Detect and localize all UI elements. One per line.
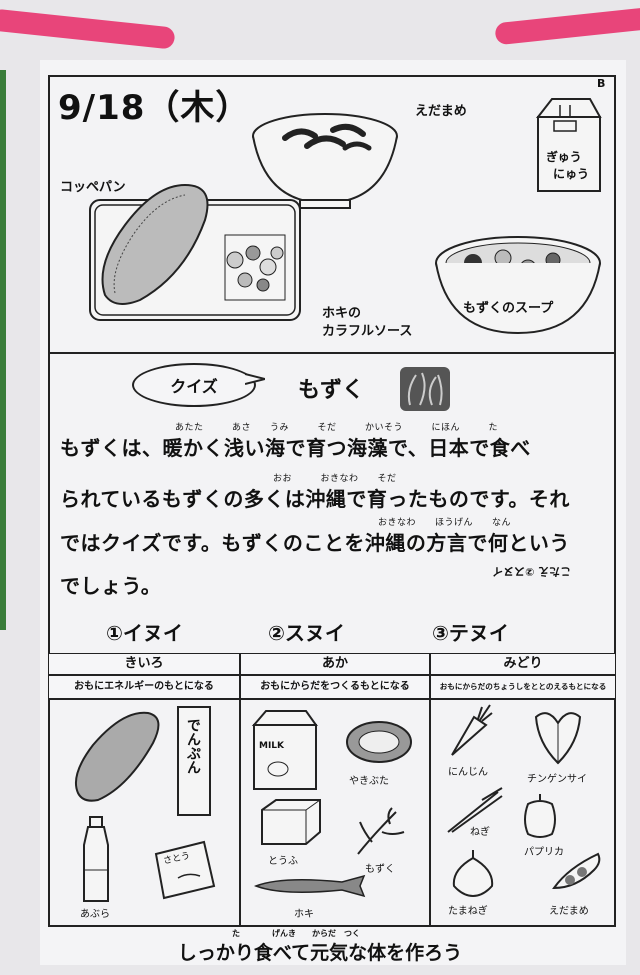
quiz-line-3: おきなわ ほうげん なん ではクイズです。もずくのことを沖縄の方言で何という	[60, 518, 570, 556]
paprika-label: パプリカ	[524, 847, 564, 858]
quiz-line-2-ruby: おお おきなわ そだ	[273, 474, 397, 484]
table-sub-yellow: おもにエネルギーのもとになる	[48, 675, 240, 699]
bok-choy-label: チンゲンサイ	[527, 774, 587, 785]
quiz-line-1: あたた あさ うみ そだ かいそう にほん た もずくは、暖かく浅い海で育つ海藻…	[60, 423, 531, 461]
green-edge	[0, 70, 6, 630]
corner-mark: B	[597, 77, 606, 90]
pink-clip-right	[494, 6, 640, 46]
mozuku-label: もずく	[365, 864, 395, 875]
table-head-red: あか	[240, 653, 430, 675]
carrot-label: にんじん	[448, 767, 488, 778]
roast-pork-label: やきぶた	[349, 776, 389, 787]
milk-label-2: にゅう	[553, 167, 590, 181]
bok-choy-icon	[534, 712, 582, 765]
quiz-line-4: でしょう。	[60, 574, 162, 598]
mozuku-small-icon	[357, 807, 405, 855]
onion-icon	[452, 850, 494, 898]
milk-carton-small-icon	[251, 710, 318, 790]
table-cell-green	[430, 699, 616, 927]
roast-pork-icon	[346, 721, 412, 763]
sugar-bag-icon	[154, 840, 216, 900]
edamame-small-icon	[552, 852, 601, 890]
quiz-line-2: おお おきなわ そだ られているもずくの多くは沖縄で育ったものです。それ	[60, 474, 570, 512]
pink-clip-left	[0, 8, 176, 50]
table-head-green: みどり	[430, 653, 616, 675]
soup-label: もずくのスープ	[463, 301, 554, 316]
quiz-answer-text: こたえ ②スヌイ	[492, 565, 572, 578]
leek-icon	[447, 787, 503, 833]
hoki-small-label: ホキ	[294, 909, 314, 920]
hoki-label-2: カラフルソース	[322, 324, 413, 339]
bread-icon	[74, 711, 160, 802]
bread-label: コッペパン	[60, 180, 126, 195]
quiz-line-1-ruby: あたた あさ うみ そだ かいそう にほん た	[175, 423, 499, 433]
table-cell-yellow	[48, 699, 240, 927]
quiz-option-2: ②スヌイ	[268, 621, 345, 645]
tofu-label: とうふ	[268, 856, 298, 867]
table-cell-red	[240, 699, 430, 927]
footer-slogan-text: しっかり食べて元気な体を作ろう	[177, 942, 463, 964]
table-sub-green: おもにからだのちょうしをととのえるもとになる	[430, 675, 616, 699]
edamame-label: えだまめ	[415, 104, 467, 119]
milk-carton-text: MILK	[259, 741, 285, 751]
section-divider	[48, 352, 616, 354]
hoki-label-1: ホキの	[322, 306, 362, 321]
footer-slogan: た げんき からだ つく しっかり食べて元気な体を作ろう	[0, 929, 640, 965]
onion-label: たまねぎ	[448, 906, 488, 917]
carrot-icon	[451, 704, 493, 756]
quiz-line-1-text: もずくは、暖かく浅い海で育つ海藻で、日本で食べ	[60, 436, 531, 460]
paprika-icon	[524, 794, 556, 838]
quiz-answer-upside-down: こたえ ②スヌイ	[492, 561, 571, 580]
mozuku-seaweed-icon	[400, 367, 450, 411]
table-head-yellow: きいろ	[48, 653, 240, 675]
oil-bottle-icon	[83, 816, 109, 902]
tofu-icon	[261, 799, 321, 845]
quiz-line-3-ruby: おきなわ ほうげん なん	[378, 518, 512, 528]
footer-ruby: た げんき からだ つく	[232, 929, 360, 938]
bubble-tail-icon	[245, 373, 265, 385]
milk-label-1: ぎゅう	[546, 150, 582, 164]
starch-label: でんぷん	[185, 718, 201, 774]
quiz-option-1: ①イヌイ	[106, 621, 183, 645]
hoki-fish-icon	[253, 874, 366, 898]
quiz-line-3-text: ではクイズです。もずくのことを沖縄の方言で何という	[60, 531, 570, 555]
menu-date: 9/18（木）	[58, 88, 251, 128]
quiz-title: もずく	[298, 378, 365, 403]
quiz-bubble: クイズ	[132, 363, 256, 407]
table-sub-red: おもにからだをつくるもとになる	[240, 675, 430, 699]
leek-label: ねぎ	[470, 827, 490, 838]
bread-tray-icon	[89, 183, 301, 321]
edamame-small-label: えだまめ	[549, 906, 589, 917]
starch-bag-icon	[177, 706, 211, 816]
oil-label: あぶら	[80, 909, 110, 920]
edamame-bowl-icon	[252, 113, 398, 209]
quiz-option-3: ③テヌイ	[432, 621, 509, 645]
quiz-line-2-text: られているもずくの多くは沖縄で育ったものです。それ	[60, 487, 570, 511]
mozuku-soup-bowl-icon	[435, 236, 601, 335]
milk-carton-icon	[535, 98, 602, 192]
